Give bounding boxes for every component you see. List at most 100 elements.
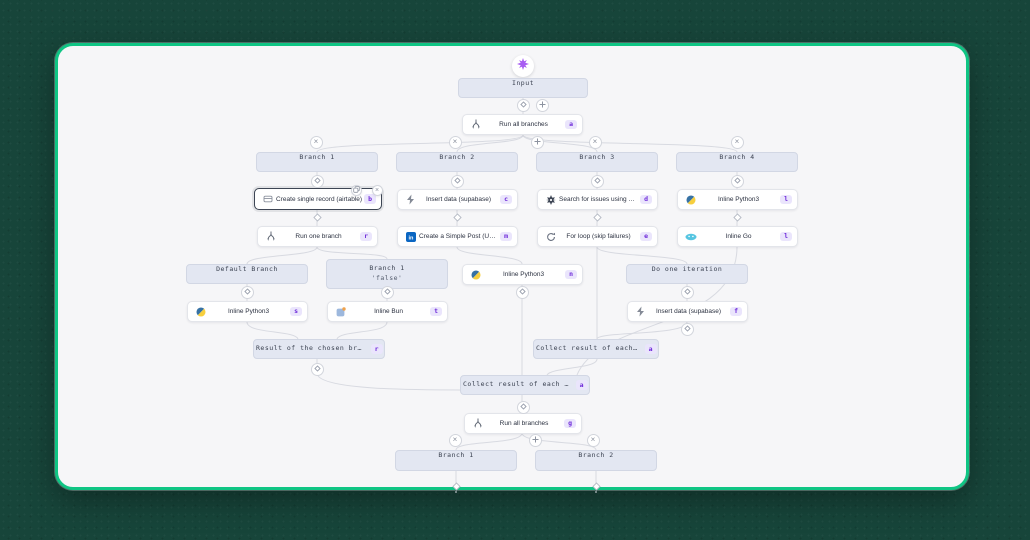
node-id-badge: a — [565, 119, 577, 130]
insert-step-connector[interactable] — [590, 481, 603, 494]
branch-icon — [264, 231, 277, 242]
node-label: Input — [511, 79, 535, 87]
node-branch-1[interactable]: Branch 1 — [256, 152, 378, 172]
insert-step-connector[interactable] — [516, 400, 530, 414]
node-label: Collect result of each branch — [463, 380, 572, 389]
insert-step-connector[interactable] — [515, 285, 529, 299]
supabase-icon — [634, 306, 647, 317]
node-collect-result-each-iteration[interactable]: Collect result of each iterata — [533, 339, 659, 359]
insert-step-connector[interactable] — [730, 174, 744, 188]
insert-step-connector[interactable] — [590, 174, 604, 188]
node-branch-1-bottom[interactable]: Branch 1 — [395, 450, 517, 471]
python-icon — [469, 269, 482, 280]
go-icon — [684, 233, 697, 241]
node-label: Branch 1 — [369, 264, 405, 273]
node-id-badge: d — [640, 194, 652, 205]
insert-step-connector[interactable] — [311, 212, 324, 225]
node-id-badge: c — [500, 194, 512, 205]
add-branch-button[interactable] — [528, 433, 542, 447]
diamond-icon — [683, 324, 691, 334]
workflow-trigger[interactable] — [512, 55, 534, 77]
remove-branch-button[interactable]: × — [448, 433, 462, 447]
node-insert-data-supabase-c[interactable]: Insert data (supabase)c — [397, 189, 518, 210]
plus-icon — [539, 101, 546, 110]
duplicate-icon — [352, 185, 360, 195]
insert-step-connector[interactable] — [310, 174, 324, 188]
close-icon: × — [452, 435, 458, 444]
insert-step-connector[interactable] — [680, 322, 694, 336]
sparkle-icon — [517, 57, 529, 75]
node-label: Run one branch — [295, 233, 342, 240]
linkedin-icon: in — [404, 231, 417, 242]
node-label: Run all branches — [499, 420, 549, 427]
jira-icon — [544, 194, 557, 205]
node-label: Search for issues using JQL (... — [559, 196, 641, 203]
add-step-button[interactable] — [535, 98, 549, 112]
node-default-branch[interactable]: Default Branch — [186, 264, 308, 284]
node-id-badge: r — [360, 231, 372, 242]
node-id-badge: n — [565, 269, 577, 280]
node-branch-2-bottom[interactable]: Branch 2 — [535, 450, 657, 471]
node-for-loop-skip-failures[interactable]: For loop (skip failures) e — [537, 226, 658, 247]
diamond-icon — [683, 287, 691, 297]
insert-step-connector[interactable] — [516, 98, 530, 112]
close-icon: × — [313, 137, 319, 146]
insert-step-connector[interactable] — [240, 285, 254, 299]
node-label: Branch 1 — [438, 451, 474, 459]
supabase-icon — [404, 194, 417, 205]
node-do-one-iteration[interactable]: Do one iteration — [626, 264, 748, 284]
diamond-icon — [519, 402, 527, 412]
insert-step-connector[interactable] — [450, 481, 463, 494]
node-label: Branch 3 — [579, 153, 615, 161]
add-branch-button[interactable] — [530, 135, 544, 149]
branch-icon — [471, 418, 484, 429]
node-label: Branch 1 — [299, 153, 335, 161]
node-insert-data-supabase-f[interactable]: Insert data (supabase)f — [627, 301, 748, 322]
diamond-icon — [312, 212, 322, 224]
remove-branch-button[interactable]: × — [448, 135, 462, 149]
remove-branch-button[interactable]: × — [309, 135, 323, 149]
node-id-badge: b — [364, 194, 376, 204]
remove-branch-button[interactable]: × — [588, 135, 602, 149]
insert-step-connector[interactable] — [450, 174, 464, 188]
node-input[interactable]: Input — [458, 78, 588, 98]
insert-step-connector[interactable] — [731, 212, 744, 225]
insert-step-connector[interactable] — [451, 212, 464, 225]
insert-step-connector[interactable] — [380, 285, 394, 299]
node-run-one-branch[interactable]: Run one branch r — [257, 226, 378, 247]
node-branch-2[interactable]: Branch 2 — [396, 152, 518, 172]
node-id-badge: t — [430, 306, 442, 317]
remove-branch-button[interactable]: × — [586, 433, 600, 447]
insert-step-connector[interactable] — [591, 212, 604, 225]
insert-step-connector[interactable] — [310, 362, 324, 376]
node-branch-3[interactable]: Branch 3 — [536, 152, 658, 172]
node-branch-4[interactable]: Branch 4 — [676, 152, 798, 172]
node-id-badge: e — [640, 231, 652, 242]
node-branch-1-false[interactable]: Branch 1'false' — [326, 259, 448, 289]
node-label: Inline Python3 — [502, 271, 545, 278]
diamond-icon — [519, 100, 527, 110]
delete-node-button[interactable]: × — [371, 184, 383, 196]
remove-branch-button[interactable]: × — [730, 135, 744, 149]
branch-icon — [469, 119, 482, 130]
node-label: For loop (skip failures) — [566, 233, 631, 240]
node-label: Default Branch — [216, 265, 278, 273]
duplicate-node-button[interactable] — [350, 184, 362, 196]
diamond-icon — [452, 212, 462, 224]
node-label: Create a Simple Post (User) (... — [419, 233, 501, 240]
node-create-single-record-airtable[interactable]: Create single record (airtable)b — [254, 188, 382, 210]
node-id-badge: s — [290, 306, 302, 317]
python-icon — [684, 194, 697, 205]
node-collect-result-each-branch[interactable]: Collect result of each brancha — [460, 375, 590, 395]
insert-step-connector[interactable] — [680, 285, 694, 299]
node-search-issues-jql[interactable]: Search for issues using JQL (...d — [537, 189, 658, 210]
node-inline-python3-n[interactable]: Inline Python3 n — [462, 264, 583, 285]
